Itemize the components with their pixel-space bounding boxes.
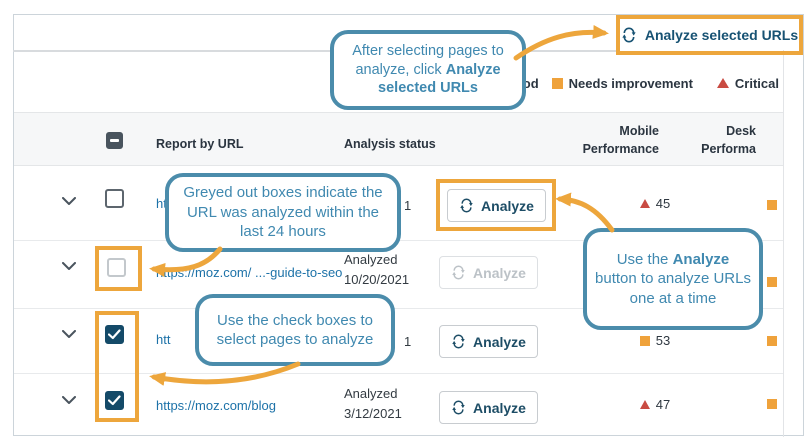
check-icon [108,329,121,340]
analyze-selected-urls-label: Analyze selected URLs [644,27,799,43]
check-icon [108,395,121,406]
row-url-link[interactable]: ht [156,196,167,211]
mobile-performance-cell: 45 [615,196,695,211]
red-triangle-icon [639,400,650,409]
mobile-performance-cell: 47 [615,397,695,412]
refresh-icon [452,334,465,349]
orange-square-icon [767,336,777,346]
legend-needs-improvement-label: Needs improvement [568,75,693,91]
table-header-row: Report by URL Analysis status Mobile Per… [14,112,783,166]
analyze-button[interactable]: Analyze [439,391,538,424]
row-status: Analyzed 10/20/2021 [344,252,410,288]
checkboxes-highlight-box [95,311,139,422]
legend-needs-improvement: Needs improvement [551,75,693,91]
chevron-down-icon[interactable] [62,197,76,206]
mobile-performance-cell: 53 [615,333,695,348]
orange-square-icon [767,200,777,210]
chevron-down-icon[interactable] [62,262,76,271]
row-status-fragment: 1 [404,334,412,349]
row-url-link[interactable]: https://moz.com/blog [156,398,276,413]
legend: g good Needs improvement Critical [495,74,779,92]
row-status: Analyzed 3/12/2021 [344,386,402,422]
select-all-checkbox[interactable] [106,132,123,149]
refresh-icon [452,265,465,280]
row-url-link[interactable]: htt [156,332,171,347]
row-divider [14,373,783,374]
legend-critical-label: Critical [734,75,779,91]
refresh-icon [452,400,465,415]
chevron-down-icon[interactable] [62,396,76,405]
callout-greyed-boxes: Greyed out boxes indicate the URL was an… [165,173,401,252]
indeterminate-minus-icon [110,139,119,142]
callout-select-pages: After selecting pages to analyze, click … [330,30,526,110]
analyze-button[interactable]: Analyze [447,189,546,222]
refresh-icon [622,27,636,43]
header-desktop-performance: Desk Performa [701,124,756,157]
row-checkbox-checked[interactable] [105,391,124,410]
row-url-link[interactable]: https://moz.com/ ...-guide-to-seo [156,265,343,280]
row-checkbox[interactable] [105,189,124,208]
orange-square-icon [767,277,777,287]
legend-critical: Critical [716,75,779,91]
callout-checkboxes: Use the check boxes to select pages to a… [195,294,395,366]
orange-square-icon [639,335,650,346]
row-checkbox-checked[interactable] [105,325,124,344]
analyze-button-highlight-box [436,179,556,231]
analyze-button[interactable]: Analyze [439,325,538,358]
toolbar-divider [13,50,616,52]
row-checkbox-greyed[interactable] [107,258,126,277]
table-right-edge [783,50,784,437]
red-triangle-icon [639,199,650,208]
analyze-selected-highlight-box: Analyze selected URLs [616,15,803,55]
screenshot-frame [13,14,804,436]
callout-analyze-button: Use the Analyze button to analyze URLs o… [583,228,763,330]
header-analysis-status: Analysis status [344,137,436,151]
orange-square-icon [551,77,563,89]
refresh-icon [460,198,473,213]
header-report-by-url: Report by URL [156,137,244,151]
chevron-down-icon[interactable] [62,330,76,339]
analyze-selected-urls-button[interactable]: Analyze selected URLs [620,19,799,51]
red-triangle-icon [716,78,729,88]
orange-square-icon [767,399,777,409]
header-mobile-performance: Mobile Performance [582,124,659,157]
row-status-fragment: 1 [404,198,412,213]
analyze-button-disabled[interactable]: Analyze [439,256,538,289]
greyed-checkbox-highlight-box [95,246,142,291]
row-divider [14,308,783,309]
